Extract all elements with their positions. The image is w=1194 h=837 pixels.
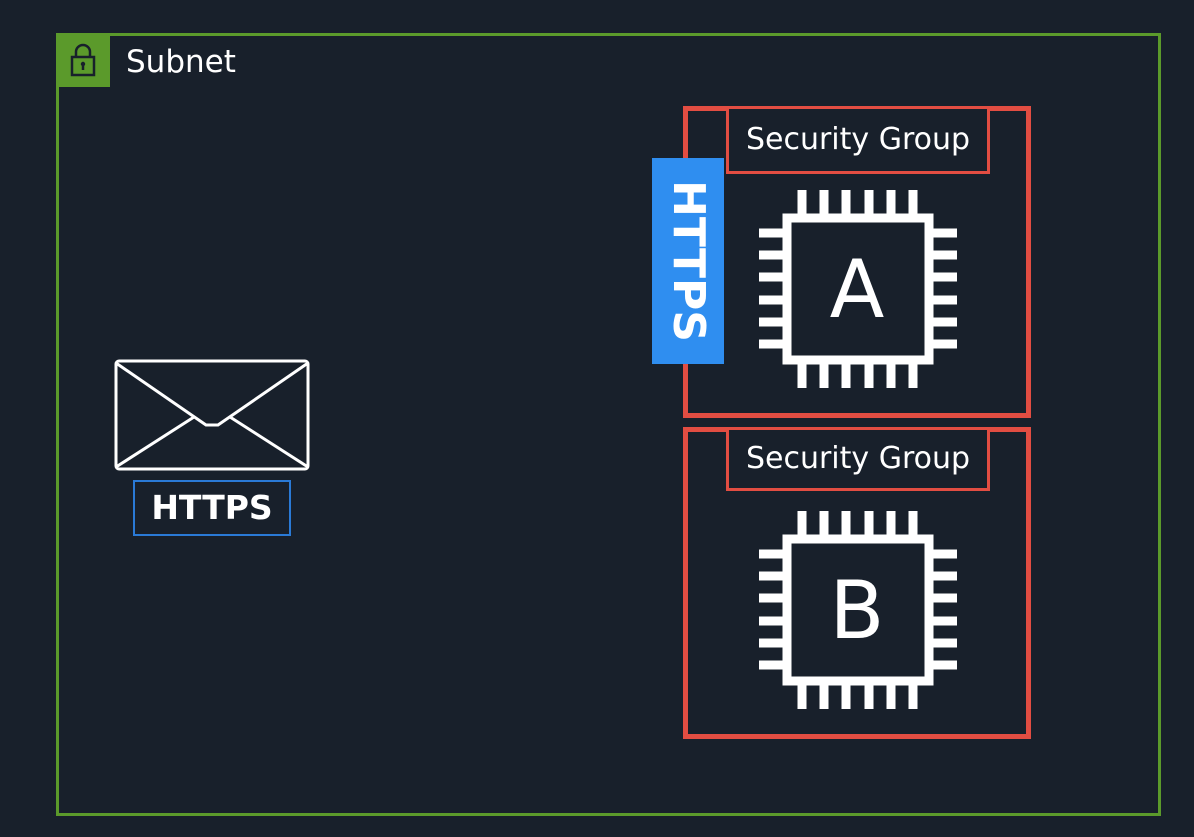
subnet-label: Subnet <box>126 44 236 80</box>
chip-icon <box>759 190 957 388</box>
https-inbound-rule: HTTPS <box>652 158 724 364</box>
security-group-b-label: Security Group <box>726 427 990 491</box>
subnet-boundary <box>56 33 1161 816</box>
instance-a-label: A <box>829 243 885 336</box>
lock-icon <box>70 43 96 77</box>
subnet-badge <box>56 33 110 87</box>
https-message-label: HTTPS <box>133 480 291 536</box>
instance-b-label: B <box>829 564 885 657</box>
envelope-icon <box>114 359 310 471</box>
https-inbound-rule-label: HTTPS <box>663 180 714 342</box>
chip-icon <box>759 511 957 709</box>
security-group-a-label: Security Group <box>726 106 990 174</box>
